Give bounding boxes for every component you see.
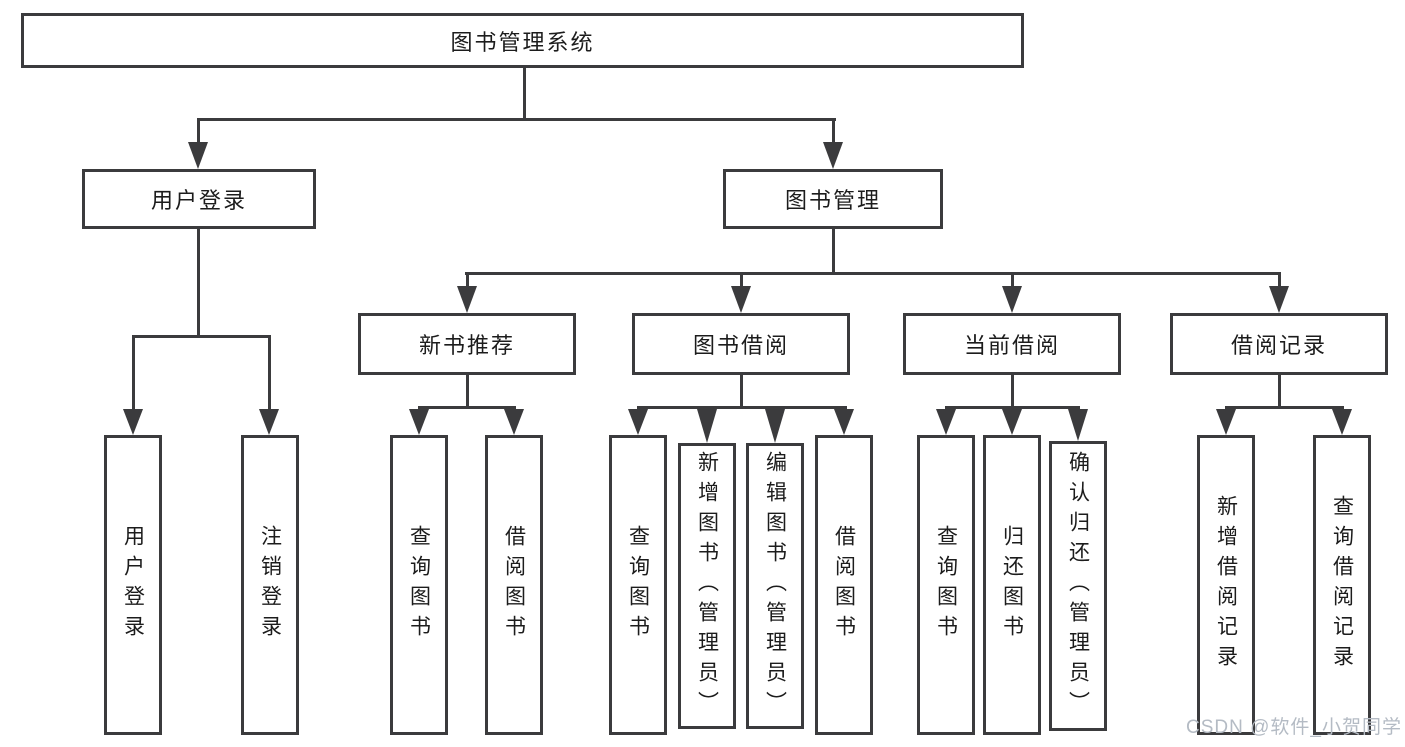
arrow-down-icon [1068, 409, 1088, 441]
watermark: CSDN @软件_小贺同学 [1186, 717, 1402, 738]
leaf-add-borrow-record: 新增借阅记录 [1197, 435, 1255, 735]
leaf-query-borrow-record: 查询借阅记录 [1313, 435, 1371, 735]
arrow-down-icon [1002, 286, 1022, 313]
arrow-down-icon [697, 409, 717, 443]
arrow-down-icon [834, 409, 854, 435]
connector-line [1011, 275, 1014, 288]
leaf-confirm-return-admin-label: 确认归还（管理员） [1066, 451, 1090, 721]
node-current-borrowing: 当前借阅 [903, 313, 1121, 375]
connector-line [466, 375, 469, 406]
arrow-down-icon [188, 142, 208, 169]
connector-line [197, 229, 200, 335]
arrow-down-icon [1002, 409, 1022, 435]
leaf-logout-label: 注销登录 [258, 525, 282, 645]
node-new-book-recommend-label: 新书推荐 [418, 333, 515, 358]
node-book-management: 图书管理 [723, 169, 943, 229]
leaf-query-books-borrow-label: 查询图书 [626, 525, 650, 645]
leaf-return-book: 归还图书 [983, 435, 1041, 735]
arrow-down-icon [504, 409, 524, 435]
connector-line [1225, 406, 1344, 409]
leaf-confirm-return-admin: 确认归还（管理员） [1049, 441, 1107, 731]
leaf-add-borrow-record-label: 新增借阅记录 [1214, 495, 1238, 675]
node-book-borrowing-label: 图书借阅 [692, 333, 789, 358]
leaf-query-books-current: 查询图书 [917, 435, 975, 735]
leaf-add-book-admin: 新增图书（管理员） [678, 443, 736, 729]
connector-line [197, 118, 836, 121]
connector-line [268, 338, 271, 410]
leaf-query-borrow-record-label: 查询借阅记录 [1330, 495, 1354, 675]
leaf-borrow-books-recommend: 借阅图书 [485, 435, 543, 735]
arrow-down-icon [409, 409, 429, 435]
connector-line [740, 375, 743, 406]
arrow-down-icon [457, 286, 477, 313]
connector-line [1278, 275, 1281, 288]
arrow-down-icon [628, 409, 648, 435]
arrow-down-icon [123, 409, 143, 435]
leaf-borrow-books-label: 借阅图书 [832, 525, 856, 645]
node-root-label: 图书管理系统 [450, 29, 595, 55]
leaf-borrow-books: 借阅图书 [815, 435, 873, 735]
leaf-user-login-label: 用户登录 [121, 525, 145, 645]
connector-line [132, 335, 271, 338]
node-borrowing-records: 借阅记录 [1170, 313, 1388, 375]
leaf-query-books-recommend-label: 查询图书 [407, 525, 431, 645]
arrow-down-icon [936, 409, 956, 435]
arrow-down-icon [731, 286, 751, 313]
arrow-down-icon [1216, 409, 1236, 435]
node-book-borrowing: 图书借阅 [632, 313, 850, 375]
node-user-login-label: 用户登录 [150, 188, 247, 213]
connector-line [832, 229, 835, 275]
arrow-down-icon [1269, 286, 1289, 313]
connector-line [832, 118, 835, 144]
connector-line [637, 406, 847, 409]
connector-line [1278, 375, 1281, 406]
arrow-down-icon [765, 409, 785, 443]
leaf-borrow-books-recommend-label: 借阅图书 [502, 525, 526, 645]
connector-line [132, 338, 135, 410]
leaf-query-books-borrow: 查询图书 [609, 435, 667, 735]
connector-line [197, 118, 200, 144]
node-current-borrowing-label: 当前借阅 [963, 333, 1060, 358]
leaf-user-login: 用户登录 [104, 435, 162, 735]
arrow-down-icon [823, 142, 843, 169]
connector-line [945, 406, 1080, 409]
leaf-edit-book-admin: 编辑图书（管理员） [746, 443, 804, 729]
leaf-add-book-admin-label: 新增图书（管理员） [695, 451, 719, 721]
connector-line [523, 68, 526, 118]
node-book-management-label: 图书管理 [784, 188, 881, 213]
arrow-down-icon [259, 409, 279, 435]
leaf-query-books-recommend: 查询图书 [390, 435, 448, 735]
connector-line [466, 275, 469, 288]
connector-line [740, 275, 743, 288]
leaf-logout: 注销登录 [241, 435, 299, 735]
connector-line [465, 272, 1281, 275]
arrow-down-icon [1332, 409, 1352, 435]
leaf-return-book-label: 归还图书 [1000, 525, 1024, 645]
node-borrowing-records-label: 借阅记录 [1230, 333, 1327, 358]
leaf-query-books-current-label: 查询图书 [934, 525, 958, 645]
connector-line [418, 406, 516, 409]
node-new-book-recommend: 新书推荐 [358, 313, 576, 375]
node-user-login: 用户登录 [82, 169, 316, 229]
node-root: 图书管理系统 [21, 13, 1024, 68]
leaf-edit-book-admin-label: 编辑图书（管理员） [763, 451, 787, 721]
connector-line [1011, 375, 1014, 406]
